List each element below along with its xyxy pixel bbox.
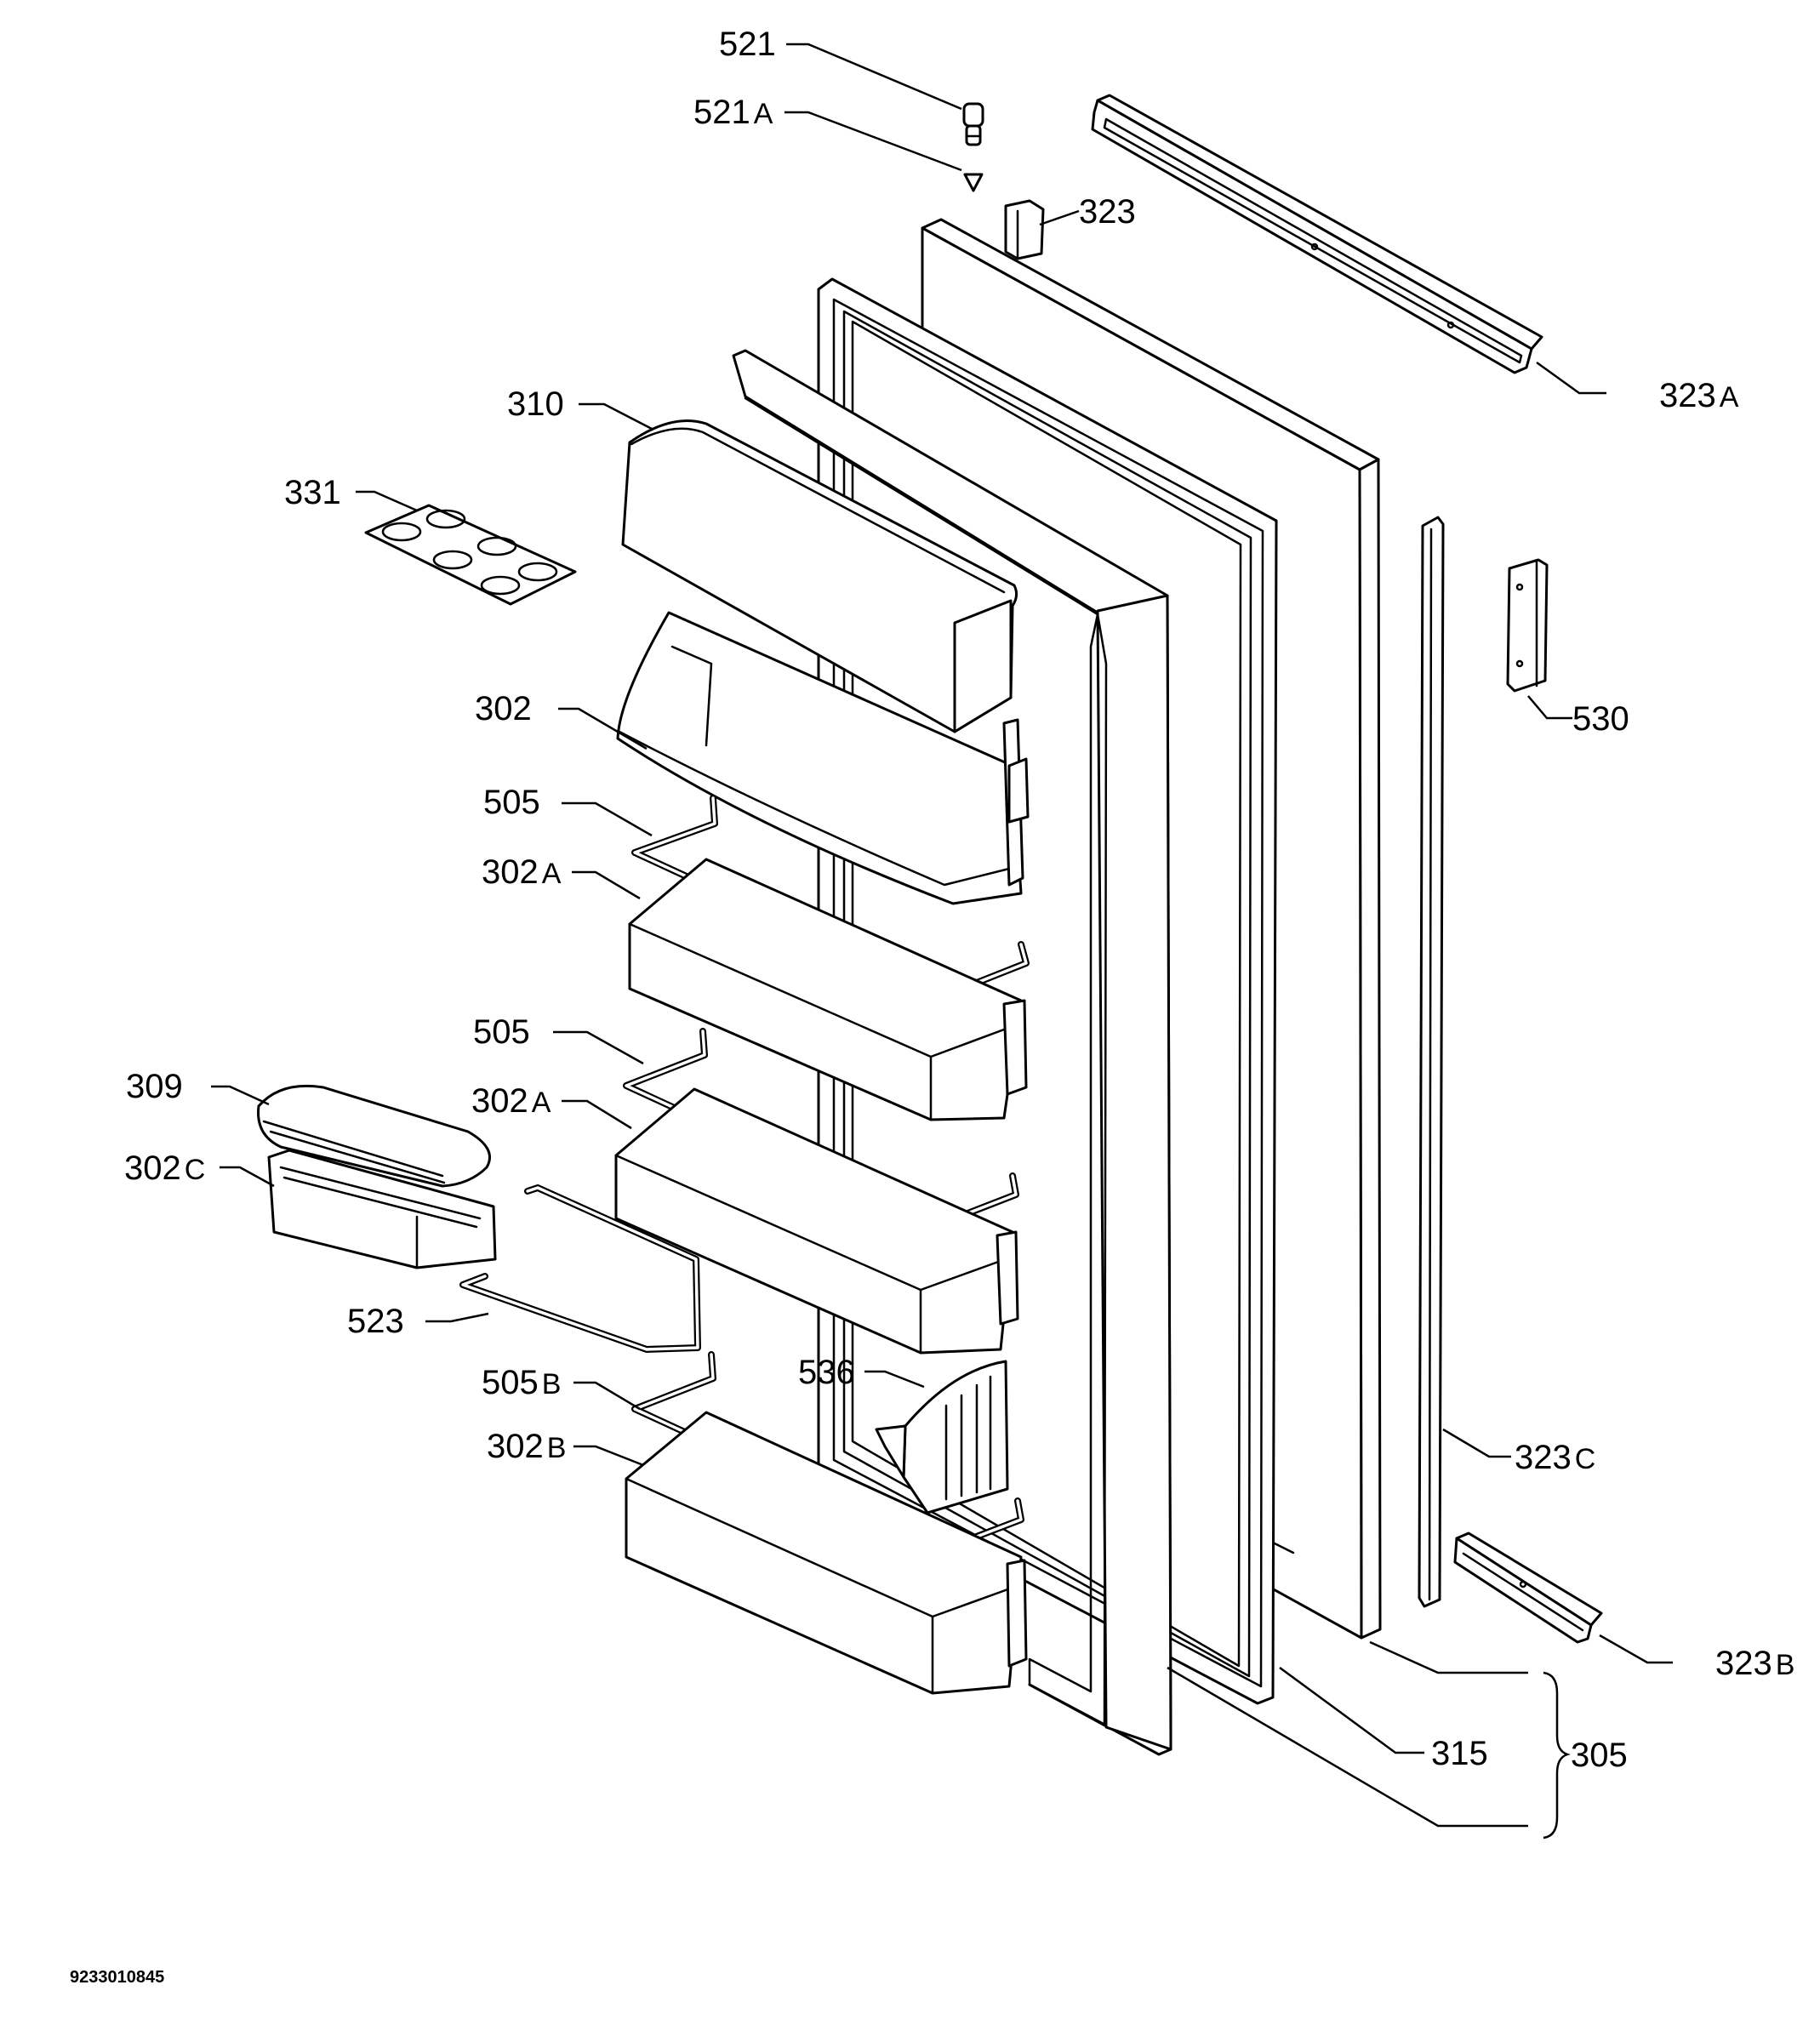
label-323: 323 <box>1079 193 1136 231</box>
label-505-mid: 505 <box>473 1013 530 1051</box>
vertical-profile-right <box>1418 516 1445 1608</box>
label-309: 309 <box>126 1068 183 1105</box>
leader-lines <box>211 43 1673 1840</box>
label-521: 521 <box>719 26 776 63</box>
label-310: 310 <box>507 385 564 423</box>
hinge-pin <box>962 102 984 192</box>
label-305: 305 <box>1571 1737 1628 1774</box>
hinge-bar-top <box>1091 94 1543 374</box>
door-shelf-302a-mid <box>614 1087 1019 1355</box>
door-shelf-302b <box>625 1411 1028 1695</box>
door-shelf-302a-top <box>628 858 1028 1121</box>
label-523: 523 <box>347 1303 404 1340</box>
hinge-bar-bottom <box>1453 1532 1603 1644</box>
bracket <box>1506 558 1549 693</box>
butter-lid <box>257 1084 491 1188</box>
bottle-divider <box>875 1360 1009 1514</box>
upper-profile <box>1004 199 1045 260</box>
label-536: 536 <box>798 1354 855 1391</box>
label-530: 530 <box>1572 700 1629 738</box>
label-505-top: 505 <box>483 784 540 821</box>
door-inner-liner <box>732 349 1172 1756</box>
label-302: 302 <box>475 690 532 727</box>
document-number: 9233010845 <box>70 1968 164 1987</box>
wire-shelf <box>459 1184 701 1353</box>
label-331: 331 <box>284 474 341 511</box>
label-315: 315 <box>1431 1735 1488 1772</box>
dairy-compartment <box>621 419 1018 733</box>
butter-box <box>267 1149 497 1269</box>
door-shelf-top <box>616 611 1030 905</box>
egg-tray <box>364 504 577 606</box>
